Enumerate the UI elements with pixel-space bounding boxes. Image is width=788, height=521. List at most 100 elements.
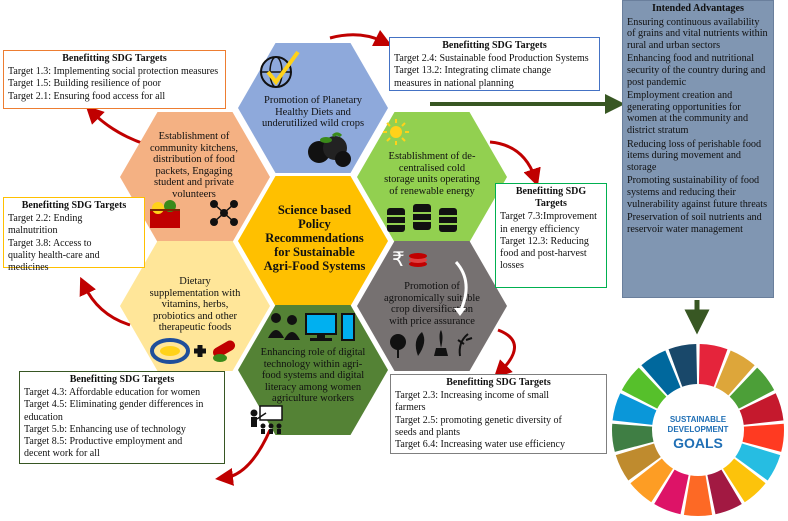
- sdg-wheel-tile: [654, 469, 689, 515]
- sdg-logo-line: SUSTAINABLE: [670, 415, 727, 424]
- plate-pills-icon: [150, 338, 236, 364]
- center-title: Science based Policy Recommendations for…: [252, 203, 377, 273]
- sdg-wheel-tile: [722, 458, 766, 503]
- sdg-wheel-tile: [612, 393, 657, 425]
- hex-lower-left-text: Dietary supplementation with vitamins, h…: [125, 276, 265, 334]
- hex-bottom-line: technology within agri-: [263, 358, 363, 370]
- box-line: Target 8.5: Productive employment and: [24, 436, 183, 448]
- box-line: Target 2.2: Ending: [8, 213, 83, 225]
- arrow-bottom-right: [493, 328, 516, 379]
- curved-white-arrow-icon: [454, 260, 468, 316]
- hex-upper-left-line: distribution of food: [153, 154, 235, 165]
- box-line: Target 3.8: Access to: [8, 237, 92, 249]
- svg-text:₹: ₹: [392, 247, 405, 271]
- advantage-item: Enhancing food and nutritional security …: [627, 53, 766, 88]
- hex-upper-left-line: student and private: [154, 177, 234, 188]
- sdg-wheel-segments: [612, 344, 784, 516]
- hex-top-line: underutilized wild crops: [261, 118, 365, 129]
- sdg-box-bottom-left: Benefitting SDG Targets Target 4.3: Affo…: [19, 371, 225, 464]
- box-line: Target 1.3: Implementing social protecti…: [8, 66, 219, 78]
- sdg-wheel-tile: [668, 344, 698, 387]
- box-line: Target 4.3: Affordable education for wom…: [24, 387, 201, 399]
- sdg-wheel-tile: [707, 469, 742, 515]
- advantage-item: Promoting sustainability of food systems…: [627, 175, 768, 210]
- hex-lower-right-line: crop diversification: [391, 304, 473, 315]
- women-computer-icon: [268, 313, 355, 341]
- hex-top-line: Healthy Diets and: [275, 106, 351, 118]
- network-people-icon: [210, 200, 238, 226]
- hex-upper-right-text: Establishment of de- centralised cold st…: [367, 151, 497, 197]
- arrow-top-right: [329, 29, 393, 47]
- hex-upper-left-line: community kitchens,: [149, 142, 239, 154]
- center-title-line: Recommendations: [265, 231, 364, 245]
- hex-lower-left-line: therapeutic foods: [158, 322, 232, 333]
- sdg-wheel-tile: [612, 423, 654, 452]
- hex-upper-right: [357, 112, 507, 242]
- box-title: Targets: [535, 198, 567, 210]
- box-title: Benefitting SDG Targets: [442, 40, 547, 51]
- hex-lower-left-line: Dietary: [179, 276, 211, 287]
- advantage-item: Preservation of soil nutrients and reser…: [627, 212, 762, 235]
- box-line: Target 6.4: Increasing water use efficie…: [395, 439, 565, 451]
- arrow-mid-right: [489, 140, 541, 187]
- sdg-wheel-tile: [742, 423, 784, 452]
- box-line: seeds and plants: [395, 426, 460, 438]
- sdg-box-top-left: Benefitting SDG Targets Target 1.3: Impl…: [3, 50, 226, 109]
- advantage-item: Employment creation and generating oppor…: [627, 90, 749, 136]
- hex-upper-right-line: storage units operating: [384, 174, 480, 185]
- fruit-basket-icon: [308, 132, 351, 167]
- advantage-item: Ensuring continuous availability of grai…: [627, 16, 768, 51]
- hex-lower-right-text: Promotion of agronomically suitable crop…: [367, 281, 497, 327]
- sdg-wheel-tile: [715, 350, 755, 396]
- center-title-line: Agri-Food Systems: [263, 259, 366, 273]
- box-line: Target 1.5: Building resilience of poor: [8, 78, 161, 90]
- hex-bottom-line: Enhancing role of digital: [260, 347, 366, 358]
- box-title: Benefitting SDG Targets: [446, 377, 551, 388]
- box-line: Target 2.1: Ensuring food access for all: [8, 90, 166, 102]
- sdg-wheel-tile: [621, 367, 667, 409]
- crops-plants-icon: [390, 330, 473, 358]
- box-line: Target 13.2: Integrating climate change: [394, 65, 552, 77]
- box-line: losses: [500, 260, 524, 272]
- sdg-wheel-tile: [615, 443, 661, 481]
- hex-top-line: Promotion of Planetary: [264, 95, 362, 106]
- basket-food-icon: [150, 200, 180, 228]
- box-title: Benefitting SDG Targets: [69, 374, 175, 385]
- box-title: Benefitting SDG Targets: [62, 53, 167, 64]
- box-line: in energy efficiency: [500, 223, 580, 235]
- sdg-box-top-right: Benefitting SDG Targets Target 2.4: Sust…: [389, 37, 600, 91]
- hex-lower-left-line: probiotics and other: [153, 310, 237, 322]
- hex-upper-right-line: centralised cold: [398, 162, 466, 174]
- storage-cylinders-icon: [387, 204, 457, 232]
- sdg-logo-line: GOALS: [673, 435, 723, 451]
- sdg-wheel-tile: [630, 458, 674, 503]
- sdg-wheel-tile: [683, 475, 713, 516]
- hex-upper-right-line: Establishment of de-: [388, 151, 476, 162]
- box-line: Target 5.b: Enhancing use of technology: [24, 423, 186, 435]
- hex-upper-left-line: packets, Engaging: [155, 165, 233, 177]
- box-line: farmers: [395, 402, 426, 414]
- arrow-bottom-left: [215, 429, 272, 486]
- box-title: Benefitting SDG: [515, 186, 587, 197]
- hex-bottom-line: literacy among women: [264, 381, 362, 393]
- box-title: Benefitting SDG Targets: [21, 200, 127, 211]
- box-line: Target 4.5: Eliminating gender differenc…: [24, 399, 204, 411]
- hex-lower-right-line: agronomically suitable: [384, 292, 480, 304]
- box-line: decent work for all: [24, 448, 100, 460]
- teacher-board-icon: [250, 405, 283, 434]
- hex-upper-left-text: Establishment of community kitchens, dis…: [130, 131, 258, 200]
- box-line: Target 2.4: Sustainable food Production …: [394, 53, 589, 65]
- center-title-line: for Sustainable: [274, 245, 355, 259]
- hex-lower-left-line: vitamins, herbs,: [161, 299, 229, 310]
- sdg-wheel-tile: [735, 443, 781, 481]
- advantage-item: Reducing loss of perishable food items d…: [627, 138, 762, 173]
- sdg-wheel-tile: [729, 367, 775, 409]
- sdg-wheel-tile: [698, 344, 728, 387]
- box-line: Target 7.3:Improvement: [500, 211, 597, 223]
- arrow-mid-left: [79, 276, 131, 327]
- box-line: medicines: [8, 262, 49, 274]
- box-line: malnutrition: [8, 225, 58, 237]
- hex-upper-left-line: Establishment of: [158, 131, 230, 142]
- center-title-line: Science based: [277, 203, 352, 217]
